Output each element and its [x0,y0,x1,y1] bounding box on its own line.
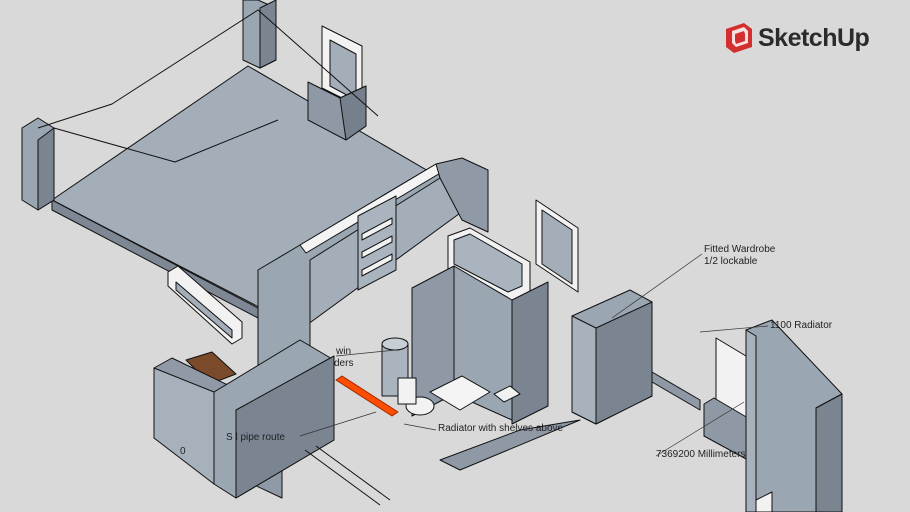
sink [493,385,521,403]
shelf-unit [357,195,397,291]
label-soil-pipe: S l pipe route [226,432,285,443]
leader-radiator-1100 [699,325,769,333]
sketchup-brand: SketchUp [724,21,870,55]
leader-wardrobe [611,253,703,319]
label-partial-bottom: ders [334,358,354,369]
leader-soil-pipe [299,411,377,437]
shower-tray [429,375,491,411]
leader-top [335,349,397,357]
soil-pipe [335,375,399,417]
label-fitted-wardrobe-line1: Fitted Wardrobe [704,244,776,255]
leader-dimension [655,401,745,457]
label-fitted-wardrobe-line2: 1/2 lockable [704,256,758,267]
label-fitted-wardrobe: Fitted Wardrobe 1/2 lockable [704,244,775,268]
label-1100-radiator: 1100 Radiator [770,320,833,331]
label-partial-top: win [336,346,352,357]
sketchup-logo-icon [726,23,752,53]
label-dimension: 7369200 Millimeters [656,449,746,460]
label-partial-left: 0 [180,446,186,457]
label-radiator-shelves: Radiator with shelves above [438,423,564,434]
brand-name: SketchUp [758,23,870,52]
leader-radiator-shelves [403,423,437,431]
